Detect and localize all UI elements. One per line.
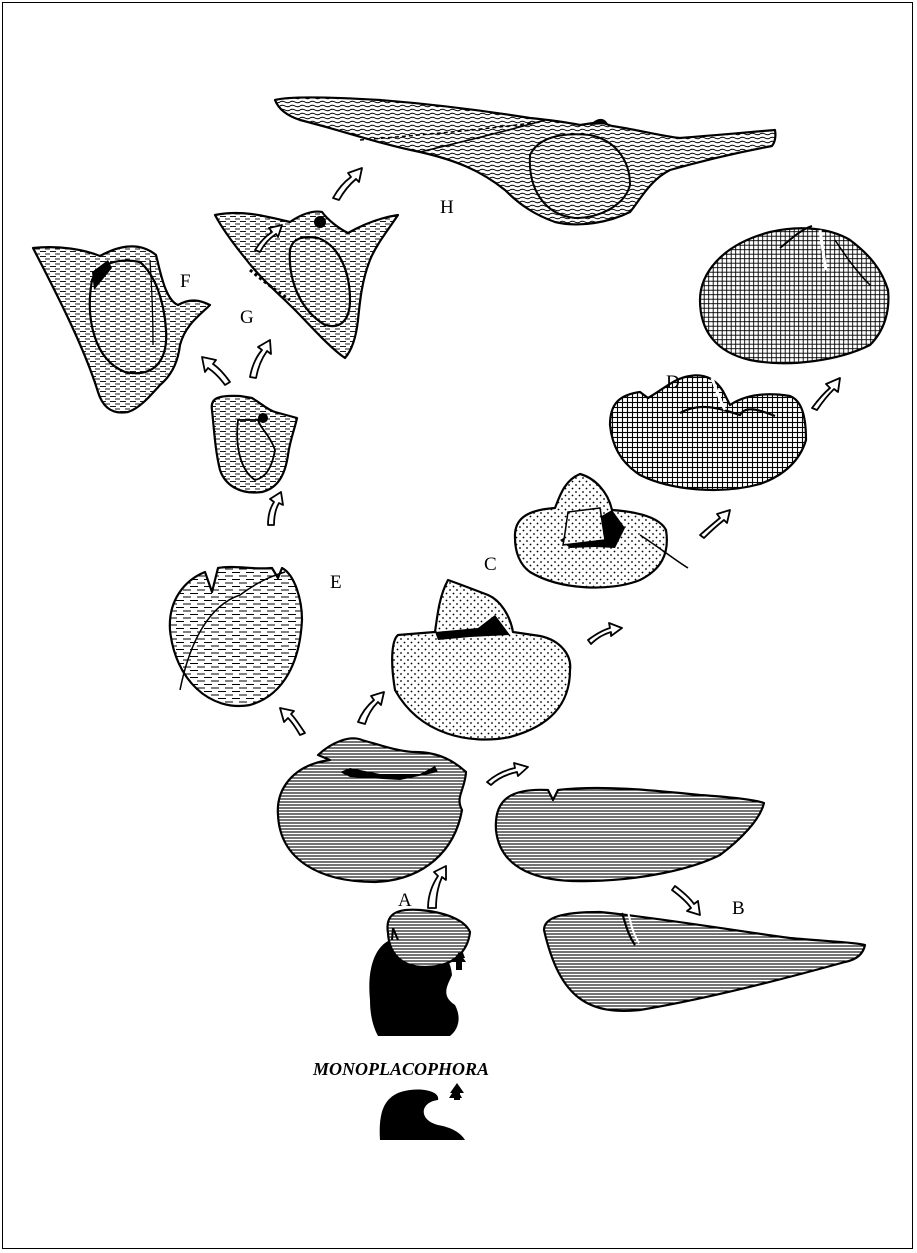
label-g: G	[240, 307, 254, 328]
arrow-intermediate-to-f	[202, 357, 230, 385]
shell-c-upper	[515, 474, 688, 588]
arrow-a-to-e	[280, 708, 305, 735]
shell-a-large	[278, 738, 466, 882]
arrow-b-to-b-lower	[672, 886, 700, 915]
label-a: A	[398, 890, 412, 911]
label-b: B	[732, 898, 745, 919]
monoplacophora-label: MONOPLACOPHORA	[312, 1059, 489, 1079]
arrow-g-to-h	[333, 168, 362, 200]
shell-e	[170, 567, 302, 706]
shell-intermediate	[212, 396, 297, 493]
shell-b-lower	[544, 912, 865, 1011]
shell-b-upper	[496, 788, 764, 881]
label-e: E	[330, 572, 342, 593]
label-h: H	[440, 197, 454, 218]
arrow-a-to-c	[358, 692, 384, 724]
arrow-a-to-b	[487, 763, 528, 785]
arrow-monoplacophora-to-a	[428, 866, 446, 908]
label-d: D	[666, 372, 680, 393]
shell-h	[275, 97, 775, 224]
shell-d-upper	[700, 226, 888, 363]
arrow-d-to-d-upper	[812, 378, 840, 410]
arrow-c-to-c-upper	[588, 623, 622, 644]
label-f: F	[180, 271, 191, 292]
arrow-intermediate-to-g	[250, 340, 271, 378]
label-c: C	[484, 554, 497, 575]
shell-d-lower	[610, 375, 806, 490]
shell-g	[215, 212, 398, 358]
shell-c-lower	[392, 580, 570, 740]
monoplacophora-shell-lower	[380, 1087, 465, 1140]
arrow-c-to-d	[700, 510, 730, 538]
arrow-e-to-intermediate	[268, 492, 283, 525]
